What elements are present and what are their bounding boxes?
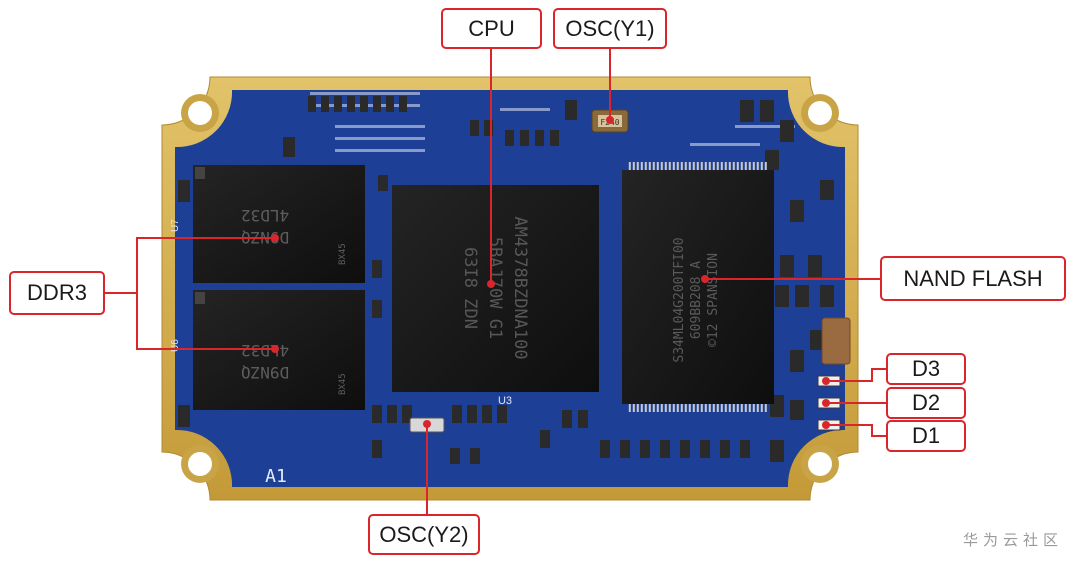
label-d1: D1 xyxy=(886,420,966,452)
label-ddr3: DDR3 xyxy=(9,271,105,315)
mounting-holes xyxy=(181,94,839,483)
label-d2: D2 xyxy=(886,387,966,419)
pointer-d3 xyxy=(826,368,886,382)
label-cpu: CPU xyxy=(441,8,542,49)
nand-marking-2: 609BB208 A xyxy=(689,261,704,339)
cpu-marking-1: AM4378BZDNA100 xyxy=(510,216,530,359)
watermark: 华为云社区 xyxy=(962,531,1063,549)
label-nand-flash: NAND FLASH xyxy=(880,256,1066,301)
ddr-package-top: BX45 xyxy=(338,243,348,265)
ddr-top-ref: U7 xyxy=(170,219,181,232)
ddr-bottom-marking-1: D9NZQ xyxy=(241,363,289,382)
pointer-dots xyxy=(271,116,830,429)
nand-marking-1: S34ML04G200TFI00 xyxy=(672,237,687,362)
label-d3: D3 xyxy=(886,353,966,385)
cpu-marking-2: 5BAJ70W G1 xyxy=(485,237,505,339)
pointer-d1 xyxy=(826,424,886,437)
board-mark: A1 xyxy=(265,466,287,487)
cpu-chip: AM4378BZDNA100 5BAJ70W G1 63I8 ZDN U3 xyxy=(392,185,599,407)
ddr-package-bottom: BX45 xyxy=(338,373,348,395)
label-osc-y1: OSC(Y1) xyxy=(553,8,667,49)
ddr-top-marking-2: 4LD32 xyxy=(241,206,289,225)
cpu-ref: U3 xyxy=(498,395,512,407)
label-osc-y2: OSC(Y2) xyxy=(368,514,480,555)
ddr3-chip-top: D9NZQ 4LD32 BX45 U7 xyxy=(170,165,365,283)
nand-flash-chip: S34ML04G200TFI00 609BB208 A ©12 SPANSION xyxy=(622,162,774,412)
pointer-ddr3 xyxy=(105,237,275,294)
cpu-marking-3: 63I8 ZDN xyxy=(460,247,480,329)
ddr-bottom-ref: U6 xyxy=(170,339,181,352)
pointer-ddr3-b xyxy=(136,293,275,350)
ddr-bottom-marking-2: 4LD32 xyxy=(241,341,289,360)
callout-pointers xyxy=(105,49,886,514)
nand-marking-3: ©12 SPANSION xyxy=(706,253,721,347)
